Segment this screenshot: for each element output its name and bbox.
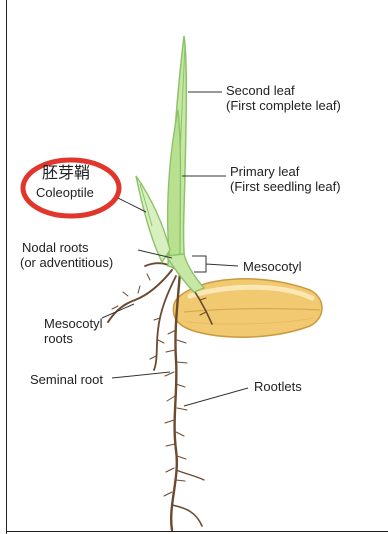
label-mesocotyl-roots-1: Mesocotyl <box>44 316 103 331</box>
label-nodal-roots: Nodal roots <box>22 240 88 255</box>
shoot <box>136 36 204 292</box>
label-or-adventitious: (or adventitious) <box>20 255 113 270</box>
label-coleoptile: Coleoptile <box>36 185 94 200</box>
label-seminal-root: Seminal root <box>30 372 103 387</box>
label-mesocotyl: Mesocotyl <box>243 259 302 274</box>
label-rootlets: Rootlets <box>254 379 302 394</box>
label-first-seedling-leaf: (First seedling leaf) <box>230 179 341 194</box>
label-primary-leaf: Primary leaf <box>230 164 299 179</box>
label-first-complete-leaf: (First complete leaf) <box>226 98 341 113</box>
label-second-leaf: Second leaf <box>226 83 295 98</box>
label-mesocotyl-roots-2: roots <box>44 331 73 346</box>
label-coleoptile-chinese: 胚芽鞘 <box>42 164 90 182</box>
